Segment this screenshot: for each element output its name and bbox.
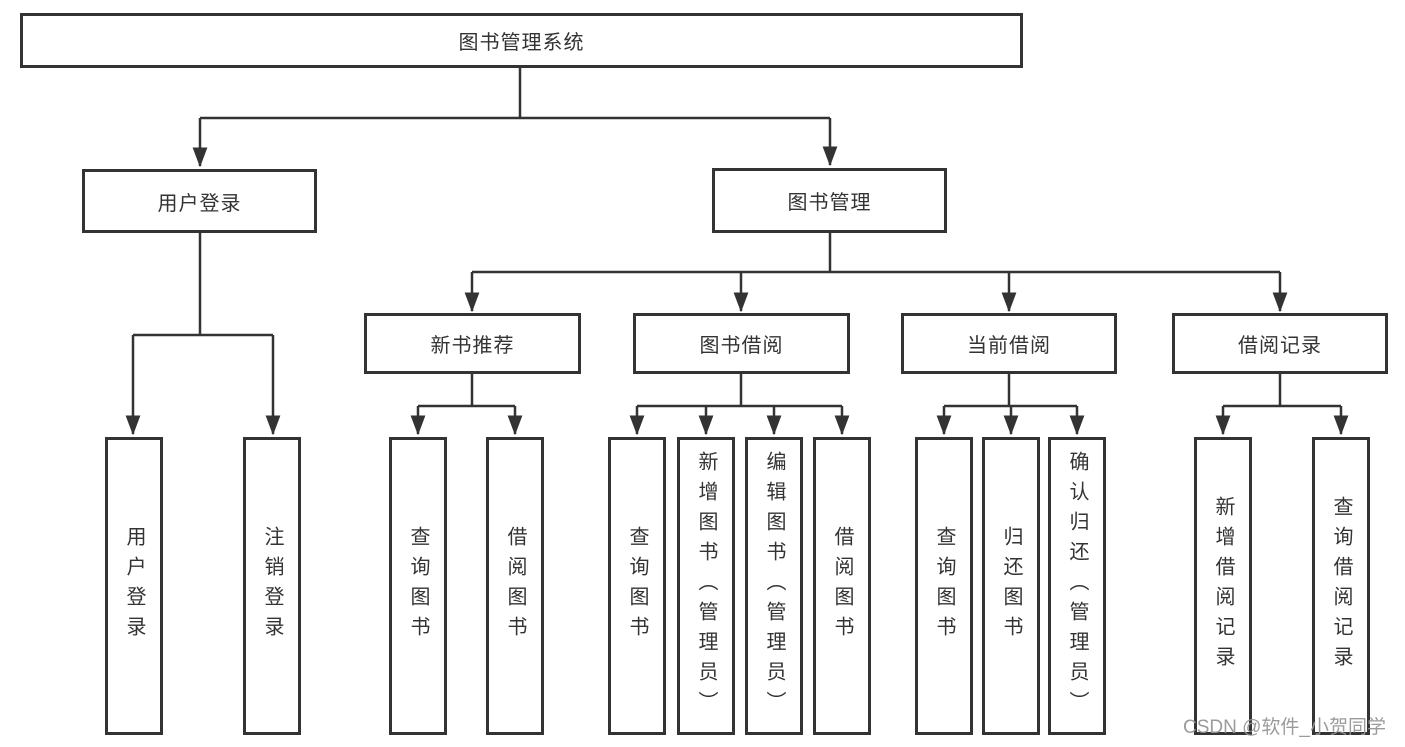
node-new-book-recommend: 新书推荐 <box>364 313 581 374</box>
node-root-system: 图书管理系统 <box>20 13 1023 68</box>
node-leaf-logout: 注销登录 <box>243 437 301 735</box>
node-leaf-query-borrow-record: 查询借阅记录 <box>1312 437 1370 735</box>
node-book-management-module: 图书管理 <box>712 168 947 233</box>
node-leaf-rec-borrow-books: 借阅图书 <box>486 437 544 735</box>
node-leaf-borrow-books: 借阅图书 <box>813 437 871 735</box>
node-leaf-borrow-query-books: 查询图书 <box>608 437 666 735</box>
node-leaf-add-books-admin: 新增图书（管理员） <box>677 437 735 735</box>
node-leaf-rec-query-books: 查询图书 <box>389 437 447 735</box>
node-leaf-edit-books-admin: 编辑图书（管理员） <box>745 437 803 735</box>
node-leaf-confirm-return-admin: 确认归还（管理员） <box>1048 437 1106 735</box>
node-leaf-add-borrow-record: 新增借阅记录 <box>1194 437 1252 735</box>
node-leaf-user-login: 用户登录 <box>105 437 163 735</box>
node-current-borrow: 当前借阅 <box>901 313 1117 374</box>
node-user-login-module: 用户登录 <box>82 169 317 233</box>
node-leaf-current-query-books: 查询图书 <box>915 437 973 735</box>
node-book-borrow: 图书借阅 <box>633 313 850 374</box>
csdn-watermark: CSDN @软件_小贺同学 <box>1183 717 1386 738</box>
node-leaf-return-books: 归还图书 <box>982 437 1040 735</box>
node-borrow-records: 借阅记录 <box>1172 313 1388 374</box>
